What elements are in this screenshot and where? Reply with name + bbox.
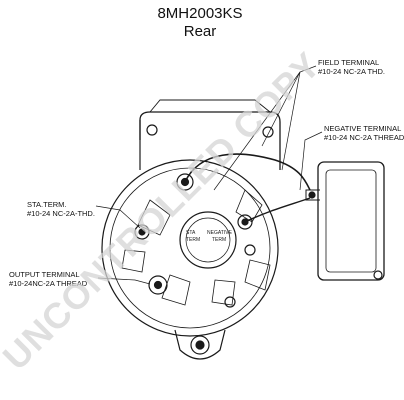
sta-terminal-label: STA.TERM. #10-24 NC-2A-THD. xyxy=(27,200,95,218)
field-terminal-line1: FIELD TERMINAL xyxy=(318,58,380,67)
output-terminal-line2: #10-24NC-2A THREAD xyxy=(9,279,88,288)
bottom-mount-ear xyxy=(174,329,226,360)
bolt-lower-mid xyxy=(224,296,236,308)
field-terminal-stud-2 xyxy=(237,214,253,230)
top-mount-ear xyxy=(139,111,281,170)
sta-terminal-stud xyxy=(134,224,150,240)
sta-leader xyxy=(95,205,141,229)
sta-terminal-line1: STA.TERM. xyxy=(27,200,67,209)
negative-terminal-label: NEGATIVE TERMINAL #10-24 NC-2A THREAD xyxy=(324,124,404,142)
field-terminal-label: FIELD TERMINAL #10-24 NC-2A THD. xyxy=(318,58,385,76)
field-leader-2 xyxy=(281,71,301,171)
bolt-lower-right xyxy=(244,244,256,256)
negative-terminal-line2: #10-24 NC-2A THREAD xyxy=(324,133,404,142)
housing-inner-ring xyxy=(109,167,271,329)
output-leader xyxy=(97,277,151,285)
center-label-term-2: TERM xyxy=(212,237,226,243)
center-label-sta: STA xyxy=(186,230,196,236)
field-leader-3 xyxy=(213,71,301,191)
mount-hole-right xyxy=(262,126,274,138)
housing-outer-ring xyxy=(101,159,279,337)
center-hub-inner xyxy=(185,217,231,263)
negative-leader xyxy=(299,131,323,191)
field-terminal-line2: #10-24 NC-2A THD. xyxy=(318,67,385,76)
field-leader-1 xyxy=(261,65,317,147)
center-label-term: TERM xyxy=(186,237,200,243)
view-subtitle: Rear xyxy=(183,23,217,40)
bottom-mount-hole xyxy=(190,335,210,355)
mount-hole-left xyxy=(146,124,158,136)
output-terminal-label: OUTPUT TERMINAL #10-24NC-2A THREAD xyxy=(9,270,87,288)
regulator-box xyxy=(317,161,385,281)
output-terminal-stud xyxy=(148,275,168,295)
center-hub-ring xyxy=(179,211,237,269)
center-label-negative: NEGATIVE xyxy=(207,230,233,236)
output-terminal-line1: OUTPUT TERMINAL xyxy=(9,270,80,279)
sta-terminal-line2: #10-24 NC-2A-THD. xyxy=(27,209,95,218)
negative-terminal-line1: NEGATIVE TERMINAL xyxy=(324,124,402,133)
part-number-title: 8MH2003KS xyxy=(157,5,243,22)
field-terminal-stud xyxy=(176,173,194,191)
